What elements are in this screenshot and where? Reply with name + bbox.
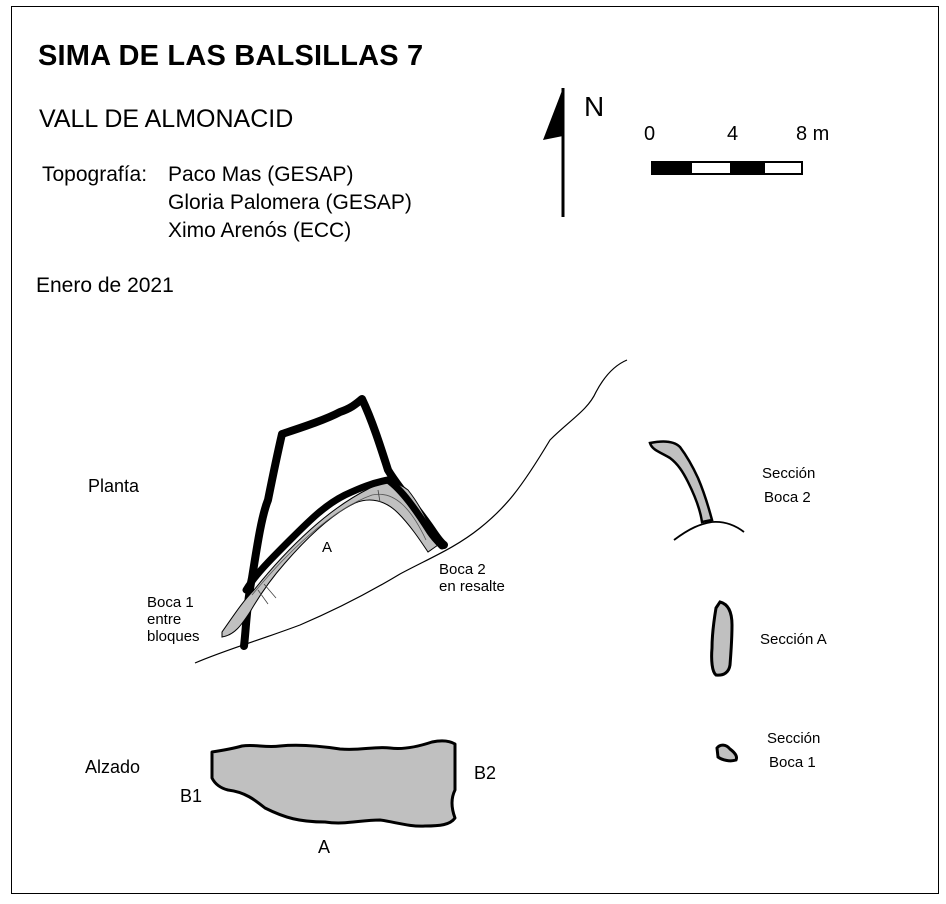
north-label: N: [584, 91, 605, 122]
section-boca1-label-line1: Sección: [767, 730, 821, 747]
entrance-2-label-line2: en resalte: [439, 578, 505, 595]
section-boca2-label-line2: Boca 2: [764, 489, 811, 506]
entrance-1-label-line2: entre: [147, 611, 182, 628]
plan-section-mark: A: [322, 539, 333, 556]
surveyor-2: Gloria Palomera (GESAP): [168, 191, 412, 214]
entrance-1-label-line1: Boca 1: [147, 594, 194, 611]
surface-line: [194, 359, 628, 664]
elevation-b1-label: B1: [180, 786, 203, 806]
elevation-section-mark: A: [318, 837, 331, 857]
surveyor-1: Paco Mas (GESAP): [168, 163, 354, 186]
topography-label: Topografía:: [42, 163, 148, 186]
survey-date: Enero de 2021: [36, 274, 174, 297]
map-frame: [11, 6, 939, 894]
section-boca2-label-line1: Sección: [762, 465, 816, 482]
plan-label: Planta: [88, 476, 140, 496]
plan-lower-wall: [242, 476, 446, 594]
north-arrow-icon: [543, 88, 565, 217]
plan-gallery-fill: [221, 482, 439, 638]
elevation-b2-label: B2: [474, 763, 497, 783]
survey-title: SIMA DE LAS BALSILLAS 7: [38, 40, 424, 72]
section-boca2-shape: [648, 440, 714, 524]
scale-tick-0: 0: [644, 123, 656, 145]
elevation-label: Alzado: [85, 757, 141, 777]
elevation-shape: [210, 739, 457, 828]
section-boca1-label-line2: Boca 1: [769, 754, 816, 771]
section-a-label: Sección A: [760, 631, 827, 648]
location-name: VALL DE ALMONACID: [39, 105, 294, 133]
entrance-2-label-line1: Boca 2: [439, 561, 486, 578]
surveyor-3: Ximo Arenós (ECC): [168, 219, 352, 242]
section-a-shape: [710, 600, 734, 677]
scale-tick-8: 8 m: [796, 123, 830, 145]
entrance-1-label-line3: bloques: [147, 628, 200, 645]
scale-tick-4: 4: [727, 123, 739, 145]
section-boca1-shape: [715, 743, 738, 763]
scale-bar: [651, 161, 803, 175]
